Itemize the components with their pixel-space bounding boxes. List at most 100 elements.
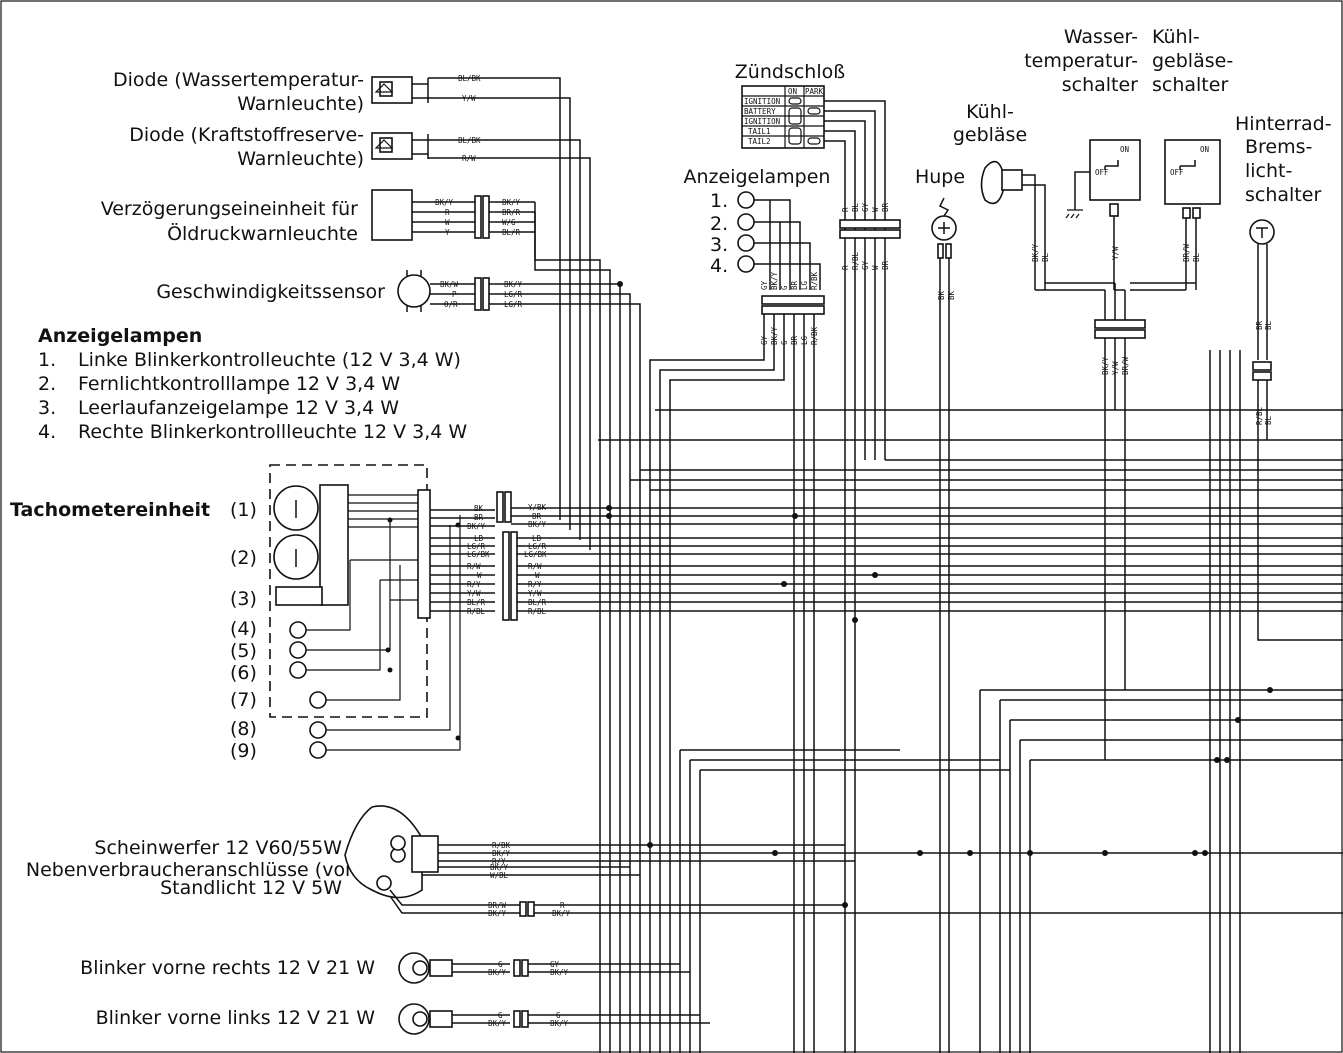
term-8: (8) bbox=[230, 718, 257, 740]
label-ignition: Zündschloß bbox=[735, 61, 845, 83]
legend-text-2: Fernlichtkontrolllampe 12 V 3,4 W bbox=[78, 373, 400, 395]
code-delay-r3: BL/R bbox=[502, 228, 521, 237]
wsw-on: ON bbox=[1120, 145, 1129, 154]
code-ign-b0: R bbox=[841, 265, 850, 270]
term-6: (6) bbox=[230, 662, 257, 684]
label-water-sw-3: schalter bbox=[1062, 74, 1138, 96]
code-diode2-a: BL/BK bbox=[458, 136, 481, 145]
code-tr-8: R/Y bbox=[528, 580, 542, 589]
label-delay-unit-2: Öldruckwarnleuchte bbox=[167, 222, 358, 245]
code-hl-1: BK/Y bbox=[492, 849, 511, 858]
code-speed-r2: LG/R bbox=[504, 300, 523, 309]
label-horn: Hupe bbox=[915, 166, 965, 188]
code-tl-5: LG/BK bbox=[467, 550, 490, 559]
diode-water: BL/BK Y/W bbox=[371, 74, 490, 104]
code-fr-l0: G bbox=[498, 960, 503, 969]
label-speed-sensor: Geschwindigkeitssensor bbox=[156, 281, 385, 303]
label-lamps-top: Anzeigelampen bbox=[684, 166, 831, 188]
code-tr-2: BK/Y bbox=[528, 520, 547, 529]
code-delay-r0: BK/Y bbox=[502, 198, 521, 207]
legend-text-1: Linke Blinkerkontrolleuchte (12 V 3,4 W) bbox=[78, 349, 461, 371]
label-fan-2: gebläse bbox=[953, 124, 1027, 146]
code-tr-7: W bbox=[535, 571, 540, 580]
label-turn-fl: Blinker vorne links 12 V 21 W bbox=[96, 1007, 376, 1029]
warn-lamp-4 bbox=[289, 621, 307, 639]
code-fan-0: BK/Y bbox=[1031, 243, 1040, 262]
code-horn-0: BK bbox=[937, 290, 946, 300]
legend-num-3: 3. bbox=[38, 397, 56, 419]
code-horn-1: BK bbox=[947, 290, 956, 300]
code-tl-6: R/W bbox=[467, 562, 481, 571]
term-7: (7) bbox=[230, 689, 257, 711]
lamp-1 bbox=[737, 191, 755, 209]
code-aux-1: W/BL bbox=[490, 871, 509, 880]
label-parking: Standlicht 12 V 5W bbox=[160, 877, 342, 899]
legend-text-3: Leerlaufanzeigelampe 12 V 3,4 W bbox=[78, 397, 399, 419]
indicator-lamp-9 bbox=[309, 741, 327, 759]
lamp-num-1: 1. bbox=[710, 190, 728, 212]
code-tr-0: Y/BK bbox=[528, 503, 547, 512]
code-speed-l0: BK/W bbox=[440, 280, 459, 289]
code-fsw-0: BR/W bbox=[1182, 243, 1191, 262]
label-brake-1: Hinterrad- bbox=[1235, 113, 1332, 135]
code-tr-5: LG/BK bbox=[524, 550, 547, 559]
delay-unit: BK/Y R W Y BK/Y BR/R W/G BL/R bbox=[371, 189, 535, 241]
code-tr-9: Y/W bbox=[528, 589, 542, 598]
term-2: (2) bbox=[230, 547, 257, 569]
code-ign-b4: BR bbox=[881, 260, 890, 270]
label-diode-fuel-2: Warnleuchte) bbox=[237, 148, 364, 170]
legend-list: 1. Linke Blinkerkontrolleuchte (12 V 3,4… bbox=[38, 349, 467, 443]
legend-num-1: 1. bbox=[38, 349, 56, 371]
code-fan-1: BL bbox=[1041, 252, 1050, 262]
term-4: (4) bbox=[230, 618, 257, 640]
diode-fuel: BL/BK R/W bbox=[371, 132, 490, 163]
lamp-3 bbox=[737, 234, 755, 252]
ign-header-on: ON bbox=[788, 87, 797, 96]
code-fsw-1: BL bbox=[1192, 252, 1201, 262]
code-tl-8: R/Y bbox=[467, 580, 481, 589]
term-5: (5) bbox=[230, 640, 257, 662]
wsw-off: OFF bbox=[1095, 168, 1109, 177]
code-ign-t1: BL bbox=[851, 202, 860, 212]
legend-num-4: 4. bbox=[38, 421, 56, 443]
label-delay-unit-1: Verzögerungseineinheit für bbox=[101, 198, 358, 220]
code-speed-r0: BK/Y bbox=[504, 280, 523, 289]
label-fan-sw-2: gebläse- bbox=[1152, 50, 1233, 72]
label-fan-sw-1: Kühl- bbox=[1152, 26, 1200, 48]
fsw-on: ON bbox=[1200, 145, 1209, 154]
main-harness-vertical bbox=[490, 77, 1241, 1053]
code-lt-3: BR bbox=[790, 280, 799, 290]
label-fan-1: Kühl- bbox=[966, 101, 1014, 123]
label-headlight: Scheinwerfer 12 V60/55W bbox=[94, 837, 342, 859]
code-speed-r1: LG/R bbox=[504, 290, 523, 299]
ign-row-0: IGNITION bbox=[744, 97, 780, 106]
legend-num-2: 2. bbox=[38, 373, 56, 395]
code-tl-11: R/BL bbox=[467, 607, 486, 616]
lamp-4 bbox=[737, 255, 755, 273]
code-tr-3: LB bbox=[532, 534, 542, 543]
code-wsw-0: Y/W bbox=[1111, 246, 1120, 260]
code-delay-l2: W bbox=[445, 218, 450, 227]
code-aux-0: BK/Y bbox=[490, 863, 509, 872]
turn-signal-front-left: G BK/Y G BK/Y bbox=[398, 1003, 575, 1035]
code-diode1-b: Y/W bbox=[462, 94, 476, 103]
code-tl-1: BR bbox=[474, 513, 484, 522]
code-lt-2: G bbox=[780, 285, 789, 290]
code-fr-l1: BK/Y bbox=[488, 968, 507, 977]
tacho-terminal-labels: (1) (2) (3) (4) (5) (6) (7) (8) (9) bbox=[230, 499, 257, 762]
water-temp-switch: ON OFF Y/W bbox=[1065, 139, 1141, 290]
code-tr-1: BR bbox=[532, 512, 542, 521]
code-hl-0: R/BK bbox=[492, 841, 511, 850]
ign-row-2: IGNITION bbox=[744, 117, 780, 126]
indicator-lamp-7 bbox=[309, 691, 327, 709]
code-pk-l1: BK/Y bbox=[488, 909, 507, 918]
warn-lamp-6 bbox=[289, 661, 307, 679]
code-tr-4: LG/R bbox=[528, 542, 547, 551]
label-diode-water-2: Warnleuchte) bbox=[237, 93, 364, 115]
code-ign-t0: R bbox=[841, 207, 850, 212]
top-labels: Zündschloß Anzeigelampen Hupe Kühl- gebl… bbox=[684, 26, 1332, 206]
code-hl-2: R/Y bbox=[492, 857, 506, 866]
code-lt-5: R/BK bbox=[810, 271, 819, 290]
